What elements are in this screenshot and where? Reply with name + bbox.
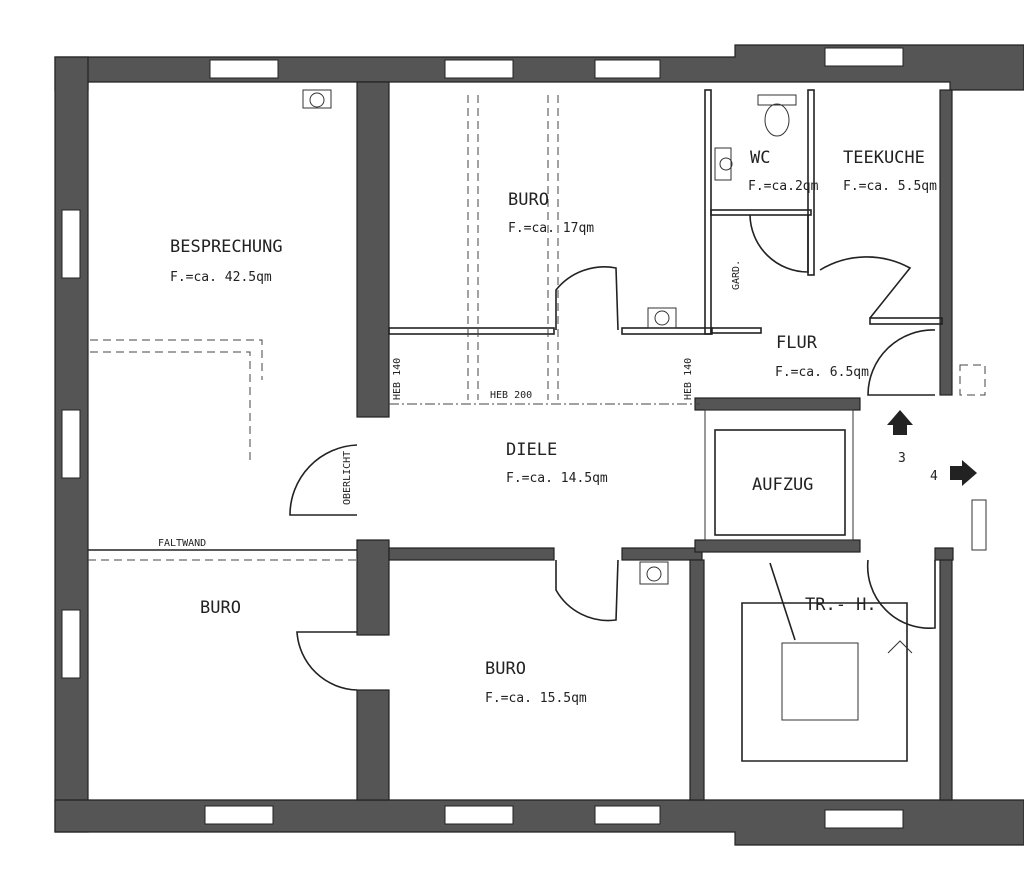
wall-wc-left	[704, 89, 712, 335]
wall-teekueche-bottom	[869, 317, 943, 325]
stair-inner	[781, 642, 859, 721]
window-top-2	[444, 59, 514, 79]
right-wall-lower	[939, 554, 953, 801]
teekueche-label: TEEKUCHE	[843, 148, 925, 168]
room-labels: BESPRECHUNG F.=ca. 42.5qm BURO F.=ca. 17…	[170, 148, 937, 706]
buero-bottom-area: F.=ca. 15.5qm	[485, 691, 587, 706]
stair-outer	[741, 602, 908, 762]
wc-basin-bowl	[719, 157, 733, 171]
wall-wc-bottom	[710, 209, 812, 216]
arrow-right-icon	[950, 460, 977, 486]
sink-besprechung-bowl	[309, 92, 325, 108]
entrance-outline	[959, 364, 986, 396]
sink-buero-bottom	[639, 561, 669, 585]
windows	[61, 47, 904, 829]
buero-bottom-label: BURO	[485, 659, 526, 679]
wall-diele-bottom-left	[388, 547, 555, 561]
treppenhaus-label: TR.- H.	[805, 595, 877, 615]
wall-diele-bottom-right	[621, 547, 703, 561]
heb-140-left-label: HEB 140	[392, 358, 403, 400]
stairs	[741, 562, 913, 762]
wall-treppenhaus-right	[934, 547, 954, 561]
window-left-2	[61, 409, 81, 479]
window-bottom-3	[594, 805, 661, 825]
buero-top-area: F.=ca. 17qm	[508, 221, 594, 236]
annotations: GARD. OBERLICHT FALTWAND HEB 140 HEB 200…	[158, 260, 938, 549]
wall-left-buero-lower	[356, 689, 390, 801]
window-bottom-2	[444, 805, 514, 825]
sink-besprechung	[302, 89, 332, 109]
faltwand-label: FALTWAND	[158, 538, 206, 549]
flur-label: FLUR	[776, 333, 818, 353]
besprechung-area: F.=ca. 42.5qm	[170, 270, 272, 285]
gard-label: GARD.	[731, 260, 742, 290]
interior-walls	[356, 81, 954, 801]
toilet-tank	[757, 94, 797, 106]
marker-4: 4	[930, 469, 938, 484]
door-buero-bottom	[555, 559, 619, 622]
diele-area: F.=ca. 14.5qm	[506, 471, 608, 486]
window-top-1	[209, 59, 279, 79]
door-wc	[749, 214, 809, 273]
door-buero-left	[296, 631, 358, 691]
beam-upper-buero	[467, 95, 559, 400]
window-top-3	[594, 59, 661, 79]
window-top-4	[824, 47, 904, 67]
stair-arrow	[887, 640, 913, 654]
sink-buero-top-bowl	[654, 310, 670, 326]
buero-top-label: BURO	[508, 190, 549, 210]
teekueche-area: F.=ca. 5.5qm	[843, 179, 937, 194]
door-buero-top	[555, 266, 619, 331]
flur-area: F.=ca. 6.5qm	[775, 365, 869, 380]
heb-140-right-label: HEB 140	[683, 358, 694, 400]
window-bottom-4	[824, 809, 904, 829]
toilet-bowl	[764, 103, 790, 137]
beam-besprechung	[90, 339, 263, 460]
bottom-wall	[54, 799, 1024, 846]
direction-arrows	[887, 364, 987, 551]
door-flur	[867, 329, 936, 396]
wc-area: F.=ca.2qm	[748, 179, 819, 194]
stair-run	[741, 562, 908, 762]
marker-3: 3	[898, 451, 906, 466]
outer-walls	[54, 44, 1024, 846]
besprechung-label: BESPRECHUNG	[170, 237, 283, 257]
wall-aufzug-bottom	[694, 539, 861, 553]
door-besprechung	[289, 444, 358, 516]
structural-lines	[88, 95, 700, 561]
wall-besprechung-buero	[356, 81, 390, 418]
wc-basin	[714, 147, 732, 181]
wall-besprechung-lower	[356, 539, 390, 636]
right-wall-upper	[939, 89, 953, 396]
heb-200-label: HEB 200	[490, 390, 532, 401]
wall-wc-right	[807, 89, 815, 276]
window-bottom-1	[204, 805, 274, 825]
buero-left-label: BURO	[200, 598, 241, 618]
door-teekueche	[819, 256, 912, 319]
wall-aufzug-top	[694, 397, 861, 411]
doors	[289, 214, 936, 691]
aufzug-label: AUFZUG	[752, 475, 813, 495]
aufzug-frame	[704, 409, 854, 541]
entrance-door	[971, 499, 987, 551]
wall-buero-diele-right	[621, 327, 713, 335]
diele-label: DIELE	[506, 440, 557, 460]
sink-buero-top	[647, 307, 677, 329]
wall-buero-treppenhaus	[689, 559, 705, 801]
wall-flur-top	[710, 327, 762, 334]
oberlicht-label: OBERLICHT	[342, 451, 353, 505]
window-left-1	[61, 209, 81, 279]
window-left-3	[61, 609, 81, 679]
sink-buero-bottom-bowl	[646, 566, 662, 582]
wc-label: WC	[750, 148, 770, 168]
fixtures	[302, 89, 797, 585]
door-treppenhaus	[866, 559, 936, 630]
arrow-up-icon	[887, 410, 913, 435]
wall-buero-diele	[388, 327, 555, 335]
aufzug-shaft	[714, 429, 846, 536]
